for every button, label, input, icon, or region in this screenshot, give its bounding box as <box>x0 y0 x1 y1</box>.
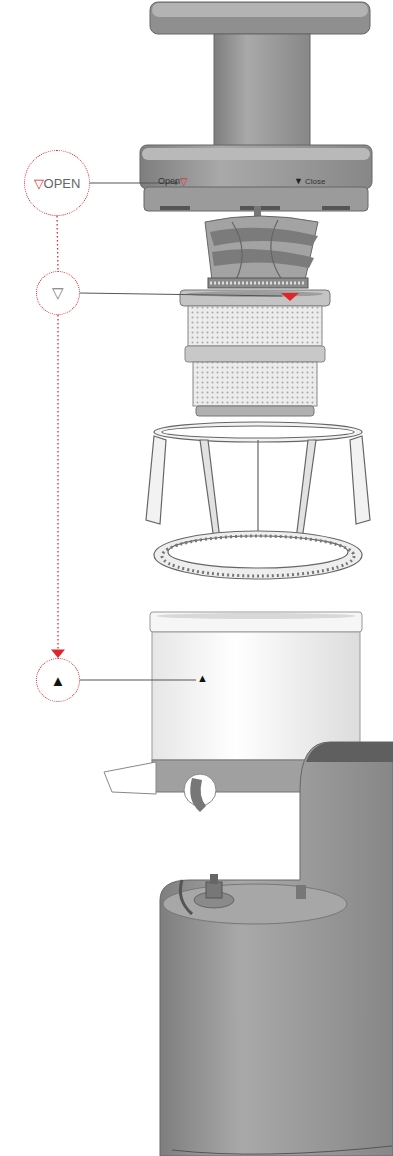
motor-base <box>160 742 393 1156</box>
marker-label: ▲ <box>197 673 208 684</box>
callout-text: OPEN <box>44 176 81 191</box>
marker-label: ▼ <box>294 177 303 186</box>
marker-label: Close <box>305 178 325 186</box>
connector-line <box>57 315 58 650</box>
callout-text: ▽ <box>52 284 64 302</box>
dotted-connector <box>51 315 65 658</box>
callout-circle: ▽OPEN <box>24 150 90 216</box>
callout-text: ▽ <box>34 176 44 191</box>
callout-circle: ▽ <box>36 271 80 315</box>
connector-line <box>57 216 58 271</box>
rotating-brush <box>146 422 370 579</box>
feed-hopper <box>140 2 372 211</box>
auger <box>205 206 318 288</box>
leader-line <box>80 680 196 681</box>
arrow-head <box>51 650 65 658</box>
marker-label: Open <box>158 177 180 186</box>
callout-circle: ▲ <box>36 658 80 702</box>
callout-text: ▲ <box>51 672 66 689</box>
strainer <box>180 290 330 416</box>
marker-label: ▽ <box>180 177 188 187</box>
leader-line <box>80 293 282 296</box>
dotted-connector <box>57 216 58 271</box>
